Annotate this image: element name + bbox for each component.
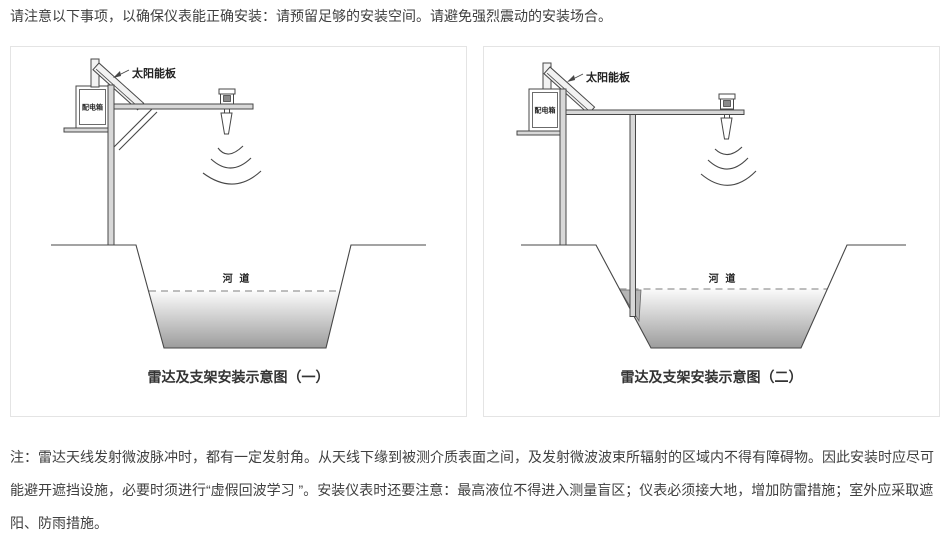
support-post	[629, 114, 636, 317]
support-brace-2	[118, 111, 158, 151]
cantilever-arm	[565, 109, 745, 115]
mounting-pole	[107, 84, 115, 246]
diagram-panels-row: 配电箱 太阳能板	[10, 46, 940, 417]
solar-panel-label: 太阳能板	[585, 70, 631, 84]
diagram-panel-2: 配电箱 太阳能板	[483, 46, 940, 417]
power-box-label: 配电箱	[535, 106, 556, 115]
river-channel-outline	[51, 244, 426, 349]
box-shelf	[516, 130, 565, 136]
river-channel-outline	[521, 244, 906, 349]
intro-paragraph: 请注意以下事项，以确保仪表能正确安装：请预留足够的安装空间。请避免强烈震动的安装…	[10, 8, 612, 24]
note-paragraph: 注：雷达天线发射微波脉冲时，都有一定发射角。从天线下缘到被测介质表面之间，及发射…	[10, 449, 934, 531]
solar-label-arrowhead	[567, 75, 575, 82]
power-box-label: 配电箱	[82, 103, 103, 112]
radar-installation-diagram-2: 配电箱 太阳能板	[516, 62, 906, 349]
mounting-pole	[559, 88, 567, 246]
river-water	[149, 291, 340, 348]
radar-installation-diagram-1: 配电箱 太阳能板	[51, 58, 426, 349]
diagram-panel-1: 配电箱 太阳能板	[10, 46, 467, 417]
solar-label-arrowhead	[113, 71, 121, 78]
radar-sensor	[718, 93, 736, 140]
radar-waves	[700, 146, 757, 186]
power-box-inner	[79, 89, 106, 125]
box-shelf	[63, 127, 112, 133]
radar-waves	[202, 145, 262, 185]
radar-sensor	[218, 88, 236, 135]
river-label: 河 道	[223, 272, 252, 285]
power-box-inner	[532, 92, 558, 128]
river-water	[619, 289, 827, 348]
solar-panel-label: 太阳能板	[131, 66, 177, 80]
diagram-2-caption: 雷达及支架安装示意图（二）	[620, 369, 803, 385]
support-brace	[113, 108, 153, 148]
cantilever-arm	[113, 103, 254, 110]
radar-horn-cone	[720, 117, 733, 140]
river-label: 河 道	[709, 272, 738, 285]
diagram-1-caption: 雷达及支架安装示意图（一）	[147, 369, 330, 385]
radar-horn-cone	[220, 112, 233, 135]
